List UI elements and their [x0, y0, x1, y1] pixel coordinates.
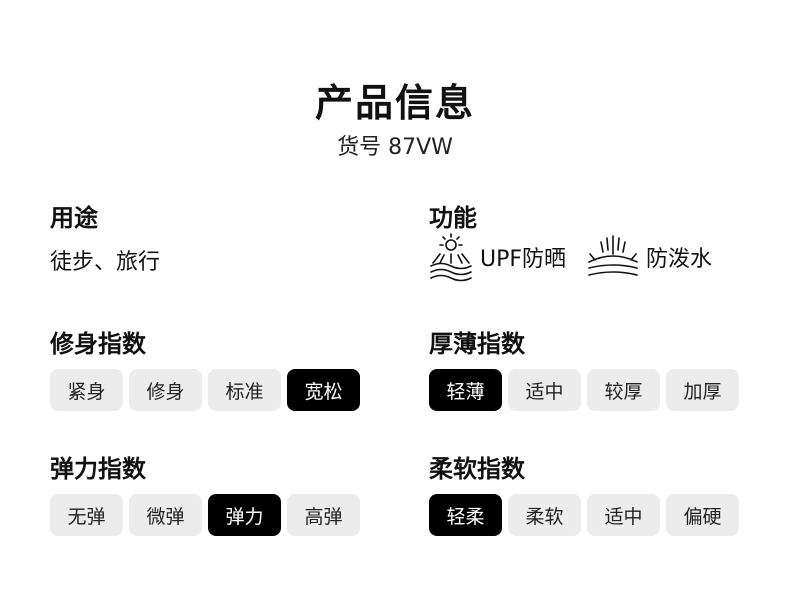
page-title: 产品信息: [314, 81, 475, 125]
fit-option-regular[interactable]: 标准: [208, 369, 281, 411]
function-item-water: 防泼水: [586, 232, 712, 282]
elasticity-title: 弹力指数: [50, 455, 146, 483]
softness-title: 柔软指数: [429, 455, 525, 483]
softness-option-soft[interactable]: 柔软: [508, 494, 581, 536]
usage-value: 徒步、旅行: [50, 250, 161, 275]
thickness-title: 厚薄指数: [429, 330, 525, 358]
thickness-option-medium[interactable]: 适中: [508, 369, 581, 411]
fit-title: 修身指数: [50, 330, 146, 358]
fit-option-slim[interactable]: 修身: [129, 369, 202, 411]
item-number: 货号 87VW: [337, 135, 453, 160]
elasticity-option-slight[interactable]: 微弹: [129, 494, 202, 536]
thickness-option-thicker[interactable]: 较厚: [587, 369, 660, 411]
elasticity-chips: 无弹 微弹 弹力 高弹: [50, 494, 360, 536]
thickness-option-light[interactable]: 轻薄: [429, 369, 502, 411]
function-label-upf: UPF防晒: [480, 247, 567, 272]
thickness-chips: 轻薄 适中 较厚 加厚: [429, 369, 739, 411]
function-label-water: 防泼水: [646, 247, 713, 272]
function-item-upf: UPF防晒: [428, 232, 566, 282]
fit-option-loose[interactable]: 宽松: [287, 369, 360, 411]
softness-option-firm[interactable]: 偏硬: [666, 494, 739, 536]
fit-chips: 紧身 修身 标准 宽松: [50, 369, 360, 411]
sun-protection-icon: [428, 232, 474, 282]
elasticity-option-none[interactable]: 无弹: [50, 494, 123, 536]
usage-title: 用途: [50, 204, 98, 232]
fit-option-tight[interactable]: 紧身: [50, 369, 123, 411]
function-title: 功能: [429, 204, 477, 232]
softness-option-medium[interactable]: 适中: [587, 494, 660, 536]
softness-chips: 轻柔 柔软 适中 偏硬: [429, 494, 739, 536]
elasticity-option-high[interactable]: 高弹: [287, 494, 360, 536]
thickness-option-thick[interactable]: 加厚: [666, 369, 739, 411]
softness-option-gentle[interactable]: 轻柔: [429, 494, 502, 536]
water-repellent-icon: [586, 232, 640, 282]
elasticity-option-stretch[interactable]: 弹力: [208, 494, 281, 536]
